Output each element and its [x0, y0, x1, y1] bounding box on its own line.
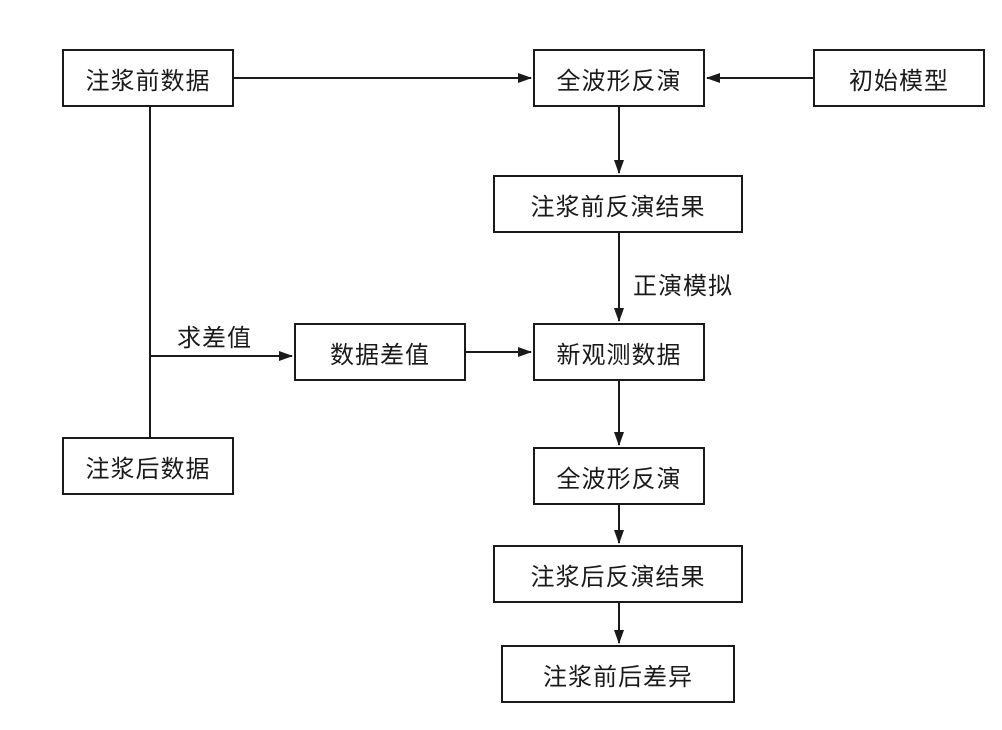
node-pre-grouting-inversion-result: 注浆前反演结果	[493, 175, 743, 233]
node-full-waveform-inversion-2: 全波形反演	[533, 447, 705, 505]
node-post-grouting-data: 注浆后数据	[62, 437, 234, 495]
edge-label-subtract: 求差值	[177, 324, 252, 352]
node-new-observed-data: 新观测数据	[533, 323, 705, 381]
node-post-grouting-inversion-result: 注浆后反演结果	[493, 545, 743, 603]
node-initial-model: 初始模型	[813, 49, 985, 107]
node-pre-post-grouting-difference: 注浆前后差异	[501, 645, 735, 703]
edge-label-forward-modeling: 正演模拟	[633, 272, 733, 300]
node-pre-grouting-data: 注浆前数据	[62, 49, 234, 107]
node-data-difference: 数据差值	[294, 323, 466, 381]
node-full-waveform-inversion-1: 全波形反演	[533, 49, 705, 107]
